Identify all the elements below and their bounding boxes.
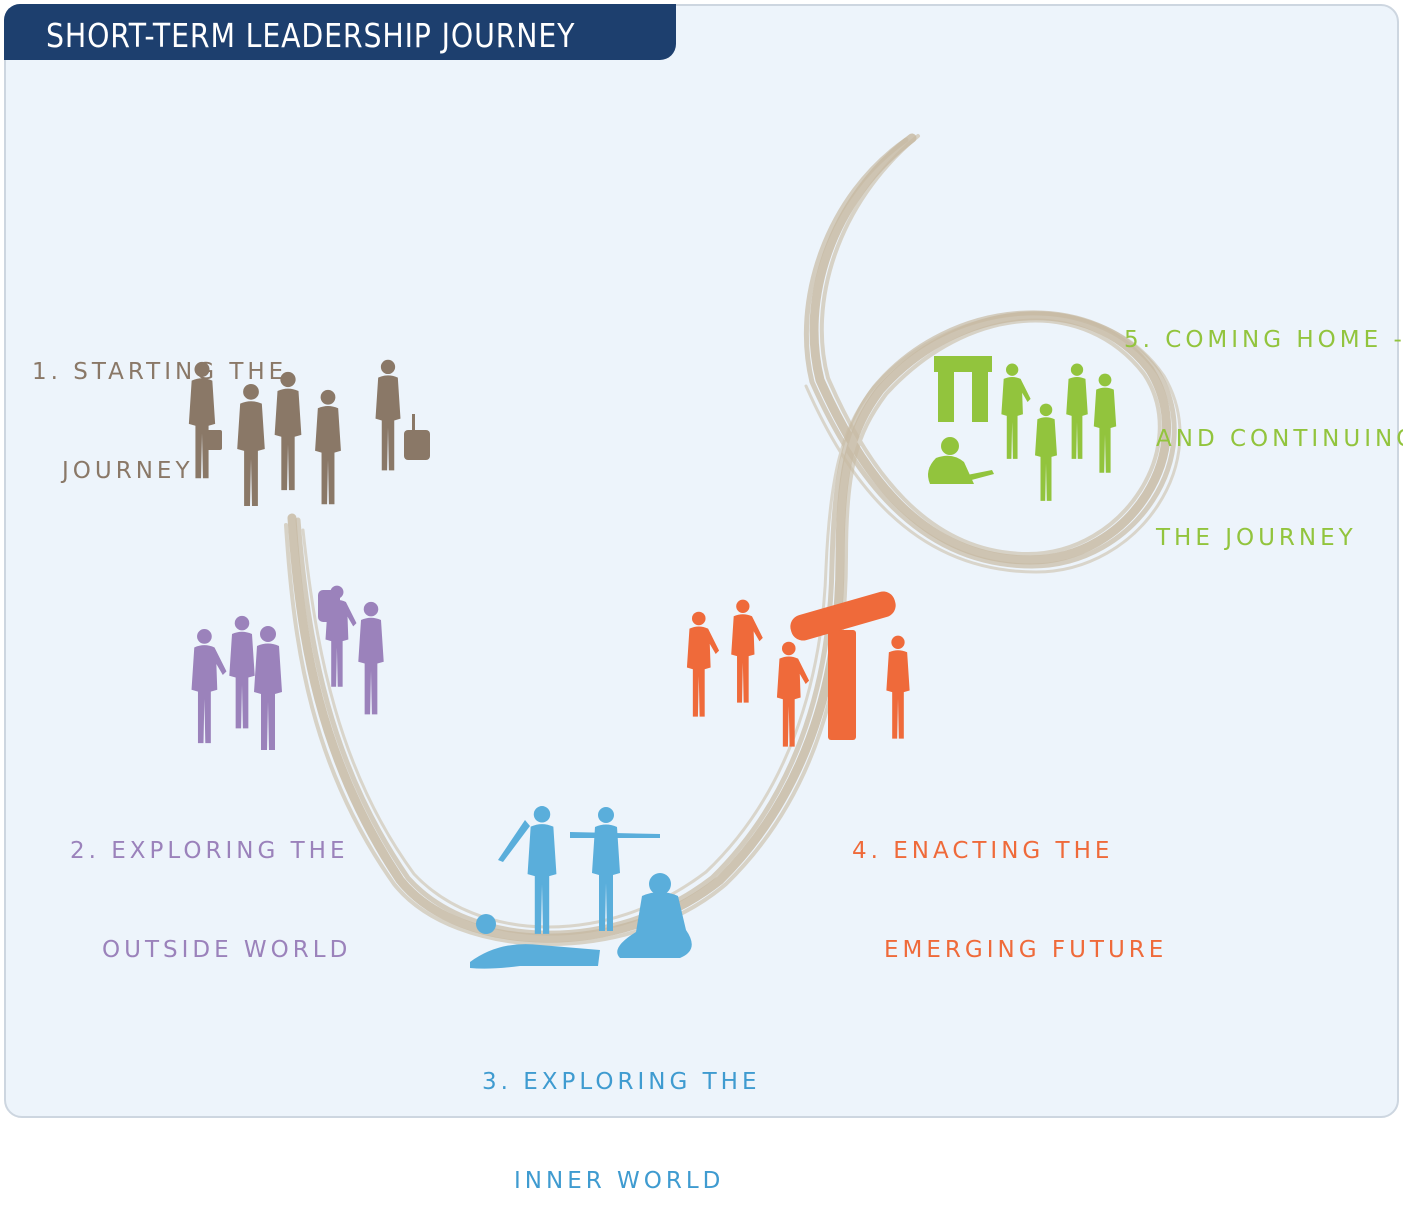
stage-1-label: 1. STARTING THE JOURNEY (32, 290, 287, 521)
stage-4-label: 4. ENACTING THE EMERGING FUTURE (852, 769, 1167, 1000)
page-title: SHORT-TERM LEADERSHIP JOURNEY (46, 16, 576, 55)
stage-5-label: 5. COMING HOME - AND CONTINUING THE JOUR… (1124, 258, 1403, 588)
stage-3-line-1: 3. EXPLORING THE (482, 1069, 761, 1095)
travelers-silhouette-icon (188, 359, 430, 507)
stage-5-line-2: AND CONTINUING (1156, 426, 1403, 452)
homecoming-silhouette-icon (928, 356, 1117, 501)
reflection-silhouette-icon (470, 806, 692, 969)
title-banner: SHORT-TERM LEADERSHIP JOURNEY (4, 4, 676, 60)
stage-5-line-3: THE JOURNEY (1156, 525, 1357, 551)
stage-2-label: 2. EXPLORING THE OUTSIDE WORLD (70, 769, 351, 1000)
stage-1-line-1: 1. STARTING THE (32, 359, 288, 385)
journey-diagram (188, 133, 1182, 969)
hikers-silhouette-icon (191, 585, 384, 750)
journey-path (284, 133, 1182, 946)
diagram-panel (4, 4, 1399, 1118)
stage-5-line-1: 5. COMING HOME - (1124, 327, 1403, 353)
stage-4-line-2: EMERGING FUTURE (884, 937, 1168, 963)
stage-3-label: 3. EXPLORING THE INNER WORLD (482, 1000, 761, 1231)
stage-1-line-2: JOURNEY (62, 458, 194, 484)
builders-silhouette-icon (686, 591, 910, 747)
stage-2-line-1: 2. EXPLORING THE (70, 838, 349, 864)
stage-4-line-1: 4. ENACTING THE (852, 838, 1114, 864)
stage-2-line-2: OUTSIDE WORLD (102, 937, 352, 963)
stage-3-line-2: INNER WORLD (514, 1168, 725, 1194)
